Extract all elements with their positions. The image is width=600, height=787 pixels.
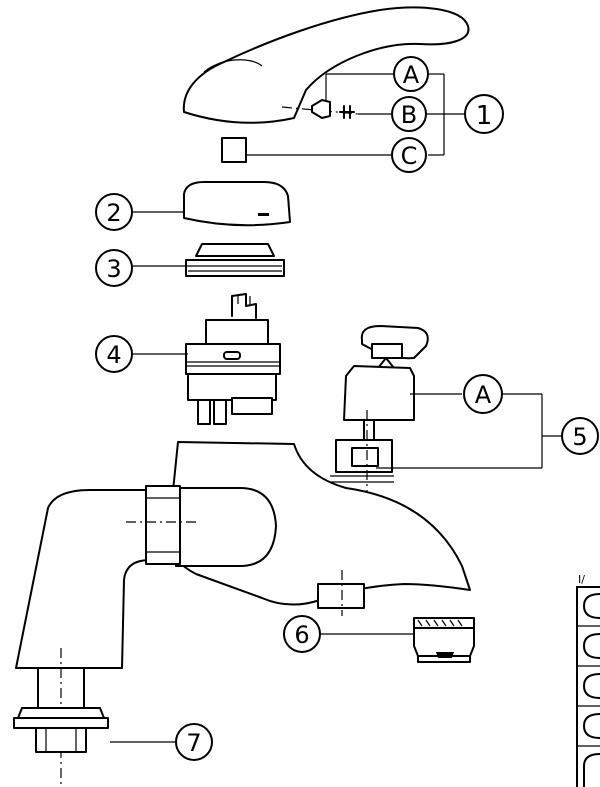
dome-cap	[183, 181, 291, 227]
aerator	[413, 617, 475, 663]
callout-a: A	[393, 56, 429, 92]
retaining-nut	[185, 243, 285, 277]
callout-6: 6	[283, 615, 321, 653]
legend-table: I/	[576, 573, 600, 787]
callout-6-label: 6	[294, 621, 309, 649]
shank-assembly	[13, 648, 109, 787]
callout-5-label: 5	[572, 423, 587, 451]
callout-a-label: A	[403, 61, 420, 89]
faucet-body	[15, 441, 471, 669]
callout-b-label: B	[401, 101, 417, 129]
callout-c-label: C	[401, 142, 418, 170]
callout-2: 2	[95, 193, 133, 231]
callout-5: 5	[561, 417, 599, 455]
callout-1-label: 1	[476, 101, 493, 131]
callout-7-label: 7	[186, 729, 201, 757]
cap-square	[221, 137, 247, 163]
callout-b: B	[391, 96, 427, 132]
callout-2-label: 2	[106, 199, 121, 227]
callout-4-label: 4	[106, 341, 121, 369]
callout-4: 4	[95, 335, 133, 373]
lever-handle	[182, 6, 470, 124]
diverter-assembly	[330, 325, 429, 560]
set-screw-parts	[281, 73, 394, 119]
callout-a2: A	[463, 374, 503, 414]
callout-a2-label: A	[475, 381, 492, 409]
cartridge	[185, 293, 281, 425]
callout-3: 3	[95, 249, 133, 287]
callout-c: C	[391, 137, 427, 173]
callout-1: 1	[464, 94, 504, 134]
callout-7: 7	[175, 723, 213, 761]
legend-header: I/	[578, 573, 585, 586]
callout-3-label: 3	[106, 255, 121, 283]
leader-lines	[110, 73, 562, 743]
